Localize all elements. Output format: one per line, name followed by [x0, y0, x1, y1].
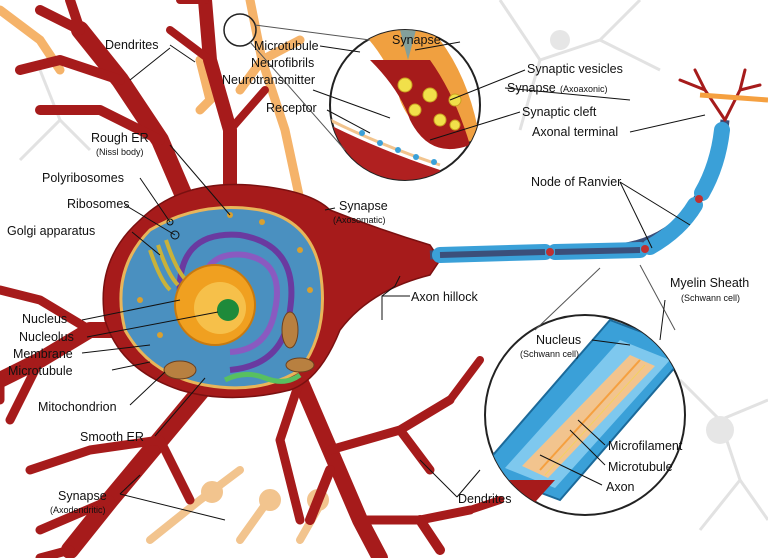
- myelin-inset: [484, 314, 686, 516]
- label-neurotransmitter: Neurotransmitter: [222, 73, 316, 87]
- label-node-of-ranvier: Node of Ranvier: [531, 175, 622, 189]
- leader-lines: [81, 41, 706, 521]
- label-receptor: Receptor: [266, 101, 317, 115]
- zoom-line-top-1: [254, 24, 371, 41]
- label-axon-hillock: Axon hillock: [411, 290, 478, 304]
- mitochondrion: [163, 360, 197, 380]
- label-nucleus-schwann-sub: (Schwann cell): [520, 349, 580, 359]
- zoom-line-top-2: [249, 41, 346, 151]
- axon-terminal-branches: [678, 68, 762, 122]
- smooth-er: [223, 372, 302, 384]
- label-smooth-er: Smooth ER: [80, 430, 144, 444]
- label-microtubule-top: Microtubule: [254, 39, 319, 53]
- label-synaptic-cleft: Synaptic cleft: [522, 105, 597, 119]
- label-nucleolus: Nucleolus: [19, 330, 74, 344]
- label-nucleus: Nucleus: [22, 312, 68, 326]
- label-ribosomes: Ribosomes: [67, 197, 130, 211]
- label-rough-er: Rough ER: [91, 131, 149, 145]
- label-dendrites-top: Dendrites: [105, 38, 159, 52]
- label-synapse-axoaxonic: Synapse: [507, 81, 556, 95]
- label-synapse-axodendritic-sub: (Axodendritic): [50, 505, 106, 515]
- zoom-line-bottom-2: [639, 264, 676, 331]
- polyribosome-marker: [166, 218, 174, 226]
- nucleolus: [217, 299, 239, 321]
- label-synapse-axoaxonic-sub: (Axoaxonic): [560, 84, 608, 94]
- label-axon: Axon: [606, 480, 635, 494]
- label-myelin-sheath: Myelin Sheath: [670, 276, 750, 290]
- axon: [429, 119, 730, 263]
- label-synapse-inset: Synapse: [392, 33, 441, 47]
- label-neurofibrils: Neurofibrils: [251, 56, 315, 70]
- label-synaptic-vesicles: Synaptic vesicles: [527, 62, 623, 76]
- synapse-zoom-source: [223, 13, 257, 47]
- label-microtubule-inset: Microtubule: [608, 460, 673, 474]
- ribosome-marker: [170, 230, 180, 240]
- label-polyribosomes: Polyribosomes: [42, 171, 124, 185]
- label-axonal-terminal: Axonal terminal: [532, 125, 619, 139]
- orange-axon-right: [699, 92, 768, 103]
- label-synapse-axodendritic: Synapse: [58, 489, 107, 503]
- label-dendrites-bottom: Dendrites: [458, 492, 512, 506]
- label-golgi-apparatus: Golgi apparatus: [7, 224, 96, 238]
- label-rough-er-sub: (Nissl body): [96, 147, 144, 157]
- dendrite-tree: [0, 0, 504, 558]
- label-myelin-sheath-sub: (Schwann cell): [681, 293, 741, 303]
- mitochondrion-2: [281, 311, 299, 349]
- zoom-line-bottom-1: [534, 267, 601, 331]
- label-nucleus-schwann: Nucleus: [536, 333, 582, 347]
- mitochondrion-3: [285, 357, 315, 373]
- label-membrane: Membrane: [13, 347, 73, 361]
- synapse-inset: [329, 29, 481, 181]
- label-synapse-axosomatic: Synapse: [339, 199, 388, 213]
- label-microtubule-left: Microtubule: [8, 364, 73, 378]
- label-mitochondrion: Mitochondrion: [38, 400, 117, 414]
- label-microfilament: Microfilament: [608, 439, 683, 453]
- label-synapse-axosomatic-sub: (Axosomatic): [333, 215, 386, 225]
